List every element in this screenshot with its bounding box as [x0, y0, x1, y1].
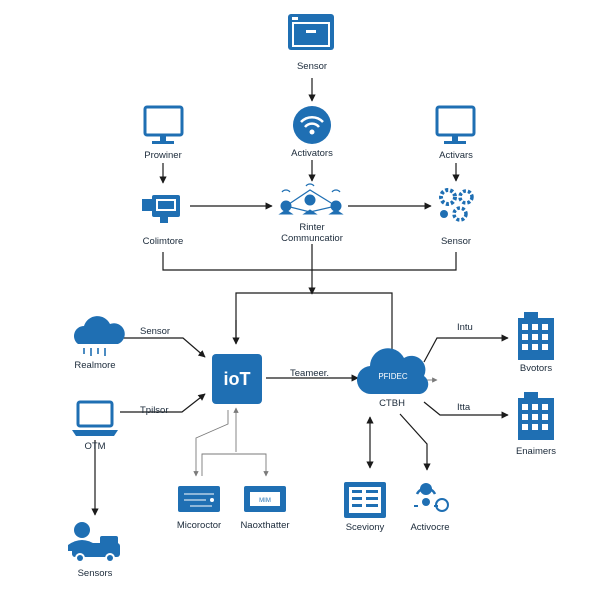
laptop-icon — [72, 400, 118, 436]
realmore-label: Realmore — [74, 360, 116, 371]
rinter-label: Rinter — [299, 222, 325, 233]
enaimers-label: Enaimers — [515, 446, 557, 457]
otm-label: OTM — [84, 441, 106, 452]
network-nodes-icon — [278, 183, 344, 215]
edge-label-tpilsor: Tpilsor — [140, 405, 169, 416]
edge-bus-top — [162, 252, 457, 271]
micoroctor-label: Micoroctor — [176, 520, 222, 531]
colimtore-label: Colimtore — [142, 236, 184, 247]
cloud-rain-icon — [74, 316, 125, 356]
person-vehicle-icon — [68, 522, 120, 563]
sensors-bottom-label: Sensors — [77, 568, 113, 579]
cloud-inner-label: PFIDEC — [378, 372, 408, 381]
bvotors-label: Bvotors — [519, 363, 553, 374]
thin-connectors — [193, 377, 438, 477]
monitor-icon — [435, 105, 476, 144]
activars-label: Activars — [439, 150, 473, 161]
wifi-gear-icon — [414, 483, 449, 512]
right-sensor-label: Sensor — [440, 236, 472, 247]
naoxthatter-label: Naoxthatter — [240, 520, 290, 531]
building-icon — [518, 312, 554, 360]
monitor-window-icon — [288, 14, 334, 50]
edge-label-intu: Intu — [457, 322, 473, 333]
top-sensor-label: Sensor — [296, 61, 328, 72]
edge-bus-bottom — [201, 453, 269, 477]
chip-inner-label: MIM — [259, 498, 271, 504]
wifi-signal-icon — [293, 106, 331, 144]
cloud-label: CTBH — [379, 398, 405, 409]
activocre-label: Activocre — [410, 522, 450, 533]
edge-realmore-to-iot — [120, 337, 206, 358]
connectors — [91, 78, 509, 516]
sceviony-label: Sceviony — [345, 522, 385, 533]
chip-box-icon — [244, 486, 286, 512]
edge-cloud-to-enaimers — [423, 401, 509, 419]
monitor-icon — [143, 105, 184, 144]
server-rack-icon — [344, 482, 386, 518]
edge-label-sensor: Sensor — [140, 326, 171, 337]
building-icon — [518, 392, 554, 440]
edge-otm-to-iot — [120, 393, 206, 413]
iot-hub-label: ioT — [223, 368, 251, 389]
prowiner-label: Prowiner — [144, 150, 182, 161]
edge-label-teameer: Teameer. — [290, 368, 330, 379]
edge-cloud-to-activocre — [399, 413, 431, 471]
edge-cloud-to-bvotors — [423, 334, 509, 363]
cloud-icon — [356, 348, 429, 395]
iot-hub: ioT — [212, 354, 262, 404]
gears-icon — [439, 188, 474, 222]
edge-frame — [235, 292, 393, 350]
edge-label-itta: Itta — [457, 402, 471, 413]
edge-iot-to-micoroctor — [193, 410, 229, 477]
circuit-board-icon — [178, 486, 220, 512]
projector-icon — [142, 195, 180, 223]
communcatior-label: Communcatior — [281, 233, 343, 244]
top-activators-label: Activators — [291, 148, 333, 159]
